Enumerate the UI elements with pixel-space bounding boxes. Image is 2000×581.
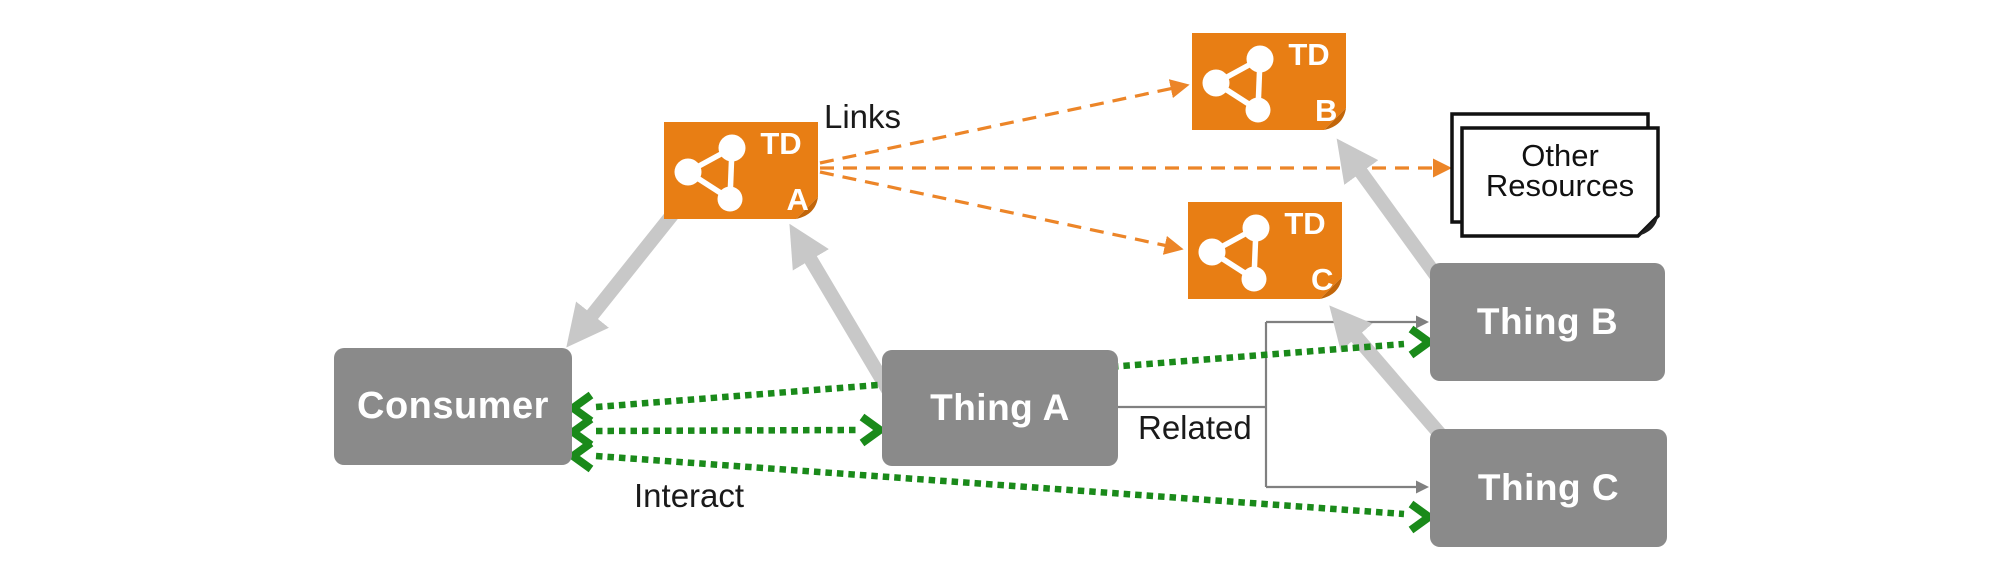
links-arrow-td-a-to-td-b	[819, 79, 1190, 165]
interact-label: Interact	[634, 477, 745, 514]
interact-chevron-at-consumer-1	[566, 391, 594, 425]
td-b-label: TD B	[1278, 39, 1340, 128]
td-b-letter: B	[1315, 93, 1338, 128]
td-c-letter: C	[1311, 262, 1334, 297]
related-label: Related	[1138, 409, 1252, 446]
interact-chevron-at-thing-c	[1408, 500, 1436, 534]
thing-c-node: Thing C	[1430, 429, 1667, 547]
td-c-document	[1188, 202, 1342, 299]
td-c-paper	[1188, 202, 1342, 299]
consumer-label: Consumer	[357, 385, 549, 427]
td-graph-nodes	[1198, 214, 1270, 292]
arrow-td-a-to-consumer	[566, 200, 686, 348]
thing-a-label: Thing A	[930, 387, 1070, 428]
links-label: Links	[824, 98, 902, 135]
other-resources-fold-corner	[1638, 216, 1658, 236]
td-graph-nodes	[674, 134, 746, 212]
interact-chevron-at-thing-a	[859, 413, 887, 447]
td-b-document	[1192, 33, 1346, 130]
interact-chevron-at-thing-b	[1408, 325, 1436, 359]
links-arrows	[819, 79, 1452, 255]
td-b-fold-corner	[1324, 108, 1346, 130]
arrow-thing-c-to-td-c	[1329, 305, 1458, 453]
td-a-paper	[664, 122, 818, 219]
td-a-fold-corner	[796, 197, 818, 219]
other-resources-line2: Resources	[1485, 168, 1635, 203]
td-c-title: TD	[1284, 206, 1326, 241]
td-a-letter: A	[786, 182, 809, 217]
td-a-label: TD A	[750, 128, 812, 217]
thing-c-label: Thing C	[1477, 467, 1620, 508]
td-a-title: TD	[760, 126, 802, 161]
interact-line-consumer-thing-a	[595, 426, 859, 435]
td-b-paper	[1192, 33, 1346, 130]
td-c-fold-corner	[1320, 277, 1342, 299]
interact-chevron-at-consumer-2	[566, 415, 594, 449]
td-c-label: TD C	[1274, 208, 1336, 297]
other-resources-label: Other Resources	[1466, 138, 1654, 203]
thing-a-node: Thing A	[882, 350, 1118, 466]
other-resources-documents	[1450, 112, 1660, 238]
thing-b-node: Thing B	[1430, 263, 1665, 381]
other-resources-line1: Other	[1521, 138, 1599, 173]
interact-line-consumer-thing-c	[595, 452, 1405, 518]
thing-b-label: Thing B	[1476, 301, 1619, 342]
consumer-node: Consumer	[334, 348, 572, 465]
td-graph-nodes	[1202, 45, 1274, 123]
td-b-title: TD	[1288, 37, 1330, 72]
links-arrow-td-a-to-td-c	[819, 170, 1184, 255]
interact-chevron-at-consumer-3	[566, 439, 594, 473]
td-a-document	[664, 122, 818, 219]
